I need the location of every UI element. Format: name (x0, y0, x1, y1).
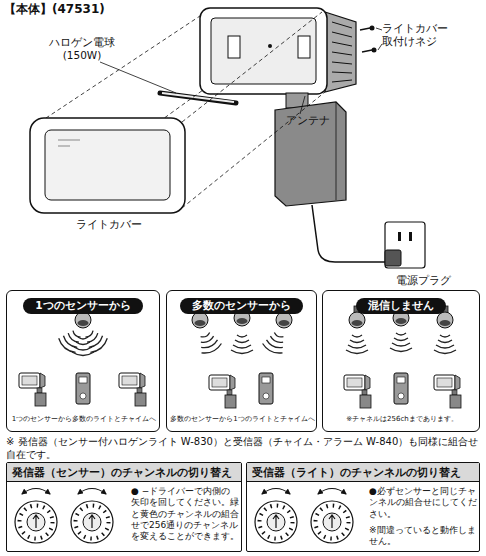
lamp-head (325, 12, 356, 92)
panel-icons (434, 335, 456, 354)
panel-icons (261, 330, 289, 356)
power-cord (385, 250, 401, 266)
lamp-head (200, 8, 327, 94)
power-cord (312, 205, 388, 262)
heading-badge: 混信しません (356, 298, 446, 314)
power-cord (385, 222, 425, 268)
channel-dials (262, 489, 290, 495)
panel-icons (119, 373, 146, 406)
example-panel: 多数のセンサーから多数のセンサーから1つのライトとチャイムへ (166, 290, 317, 432)
lamp-body (336, 102, 337, 200)
leader-line (300, 96, 305, 114)
heading-holder: 1つのセンサーから (7, 294, 159, 314)
cover-screws (376, 28, 382, 50)
heading-badge: 1つのセンサーから (23, 298, 142, 314)
panel-icons (344, 375, 371, 408)
light-cover (30, 12, 325, 213)
cover-screws (360, 28, 370, 30)
channel-dials (78, 489, 106, 495)
note-text: ※ 発信器（センサー付ハロゲンライト W-830）と受信器（チャイム・アラーム … (6, 436, 480, 461)
panel-icons (19, 373, 46, 406)
halogen-bulb (100, 62, 236, 103)
setting-box: 受信器（ライト）のチャンネルの切り替え ●必ずセンサーと同じチャンネルの組合せにし… (246, 462, 480, 552)
power-cord (398, 232, 401, 241)
lamp-head (200, 8, 356, 94)
example-panel: 混信しません ※チャネルは256chまであります。 (322, 290, 480, 432)
panel-icons (209, 375, 236, 408)
lamp-head (211, 18, 316, 84)
panel-icons (346, 335, 368, 354)
part-label: 電源プラグ (396, 274, 466, 287)
channel-dials (311, 501, 353, 543)
panel-icons (76, 373, 90, 404)
part-label: ライトカバー 取付けネジ (382, 22, 454, 48)
panel-icons (394, 373, 408, 404)
panel-icons (195, 330, 223, 356)
instruction-text: ● −ドライバーで内側の矢印を回してください。緑と黄色のチャンネルの組合せで25… (131, 486, 239, 542)
light-cover (45, 130, 170, 200)
channel-dials (71, 501, 113, 543)
instruction-text: ●必ずセンサーと同じチャンネルの組合せにしてください。 (369, 486, 477, 520)
panel-caption: 1つのセンサーから多数のライトとチャイムへ (7, 415, 161, 424)
lamp-head (268, 44, 272, 48)
panel-icons (19, 306, 146, 406)
box-heading: 発信器（センサー）のチャンネルの切り替え (7, 463, 241, 482)
panel-icons (259, 373, 273, 404)
heading-badge: 多数のセンサーから (180, 298, 303, 314)
light-cover (58, 140, 80, 146)
channel-dials (15, 501, 57, 543)
halogen-bulb (100, 62, 176, 93)
light-cover (30, 118, 185, 213)
panel-caption: ※チャネルは256chまであります。 (323, 415, 481, 424)
box-heading: 受信器（ライト）のチャンネルの切り替え (247, 463, 479, 482)
lamp-head (332, 22, 352, 82)
panel-icons (192, 304, 292, 408)
cover-screws (372, 48, 377, 53)
part-label: アンテナ (286, 114, 346, 127)
power-cord (409, 232, 412, 241)
cover-screws (360, 26, 382, 53)
panel-icons (81, 327, 110, 355)
lamp-body (275, 93, 346, 206)
panel-icons (344, 304, 461, 408)
setting-box: 発信器（センサー）のチャンネルの切り替え ● −ドライバーで内側の矢印を回してくだ… (6, 462, 242, 552)
part-label: ライトカバー (76, 218, 156, 231)
panel-icons (390, 333, 412, 352)
channel-dials (22, 489, 50, 495)
power-cord (312, 205, 425, 268)
panel-icons (434, 375, 461, 408)
halogen-bulb (162, 93, 234, 102)
example-panel: 1つのセンサーから 1つのセンサーから多数のライトとチャイムへ (6, 290, 160, 432)
lamp-head (228, 36, 240, 58)
panel-icons (56, 327, 85, 355)
channel-dials (255, 501, 297, 543)
panel-caption: 多数のセンサーから1つのライトとチャイムへ (167, 415, 318, 424)
panel-icons (231, 335, 253, 354)
lamp-body (275, 102, 346, 206)
heading-holder: 混信しません (323, 294, 479, 314)
halogen-bulb (160, 93, 236, 103)
cover-screws (362, 50, 372, 52)
lamp-head (298, 36, 310, 58)
cover-screws (370, 26, 375, 31)
part-label: ハロゲン電球 (150W) (46, 36, 118, 62)
heading-holder: 多数のセンサーから (167, 294, 316, 314)
page-title: 【本体】(47531) (4, 2, 105, 17)
channel-dials (318, 489, 346, 495)
instruction-text: ※間違っていると動作しません。 (369, 525, 477, 548)
